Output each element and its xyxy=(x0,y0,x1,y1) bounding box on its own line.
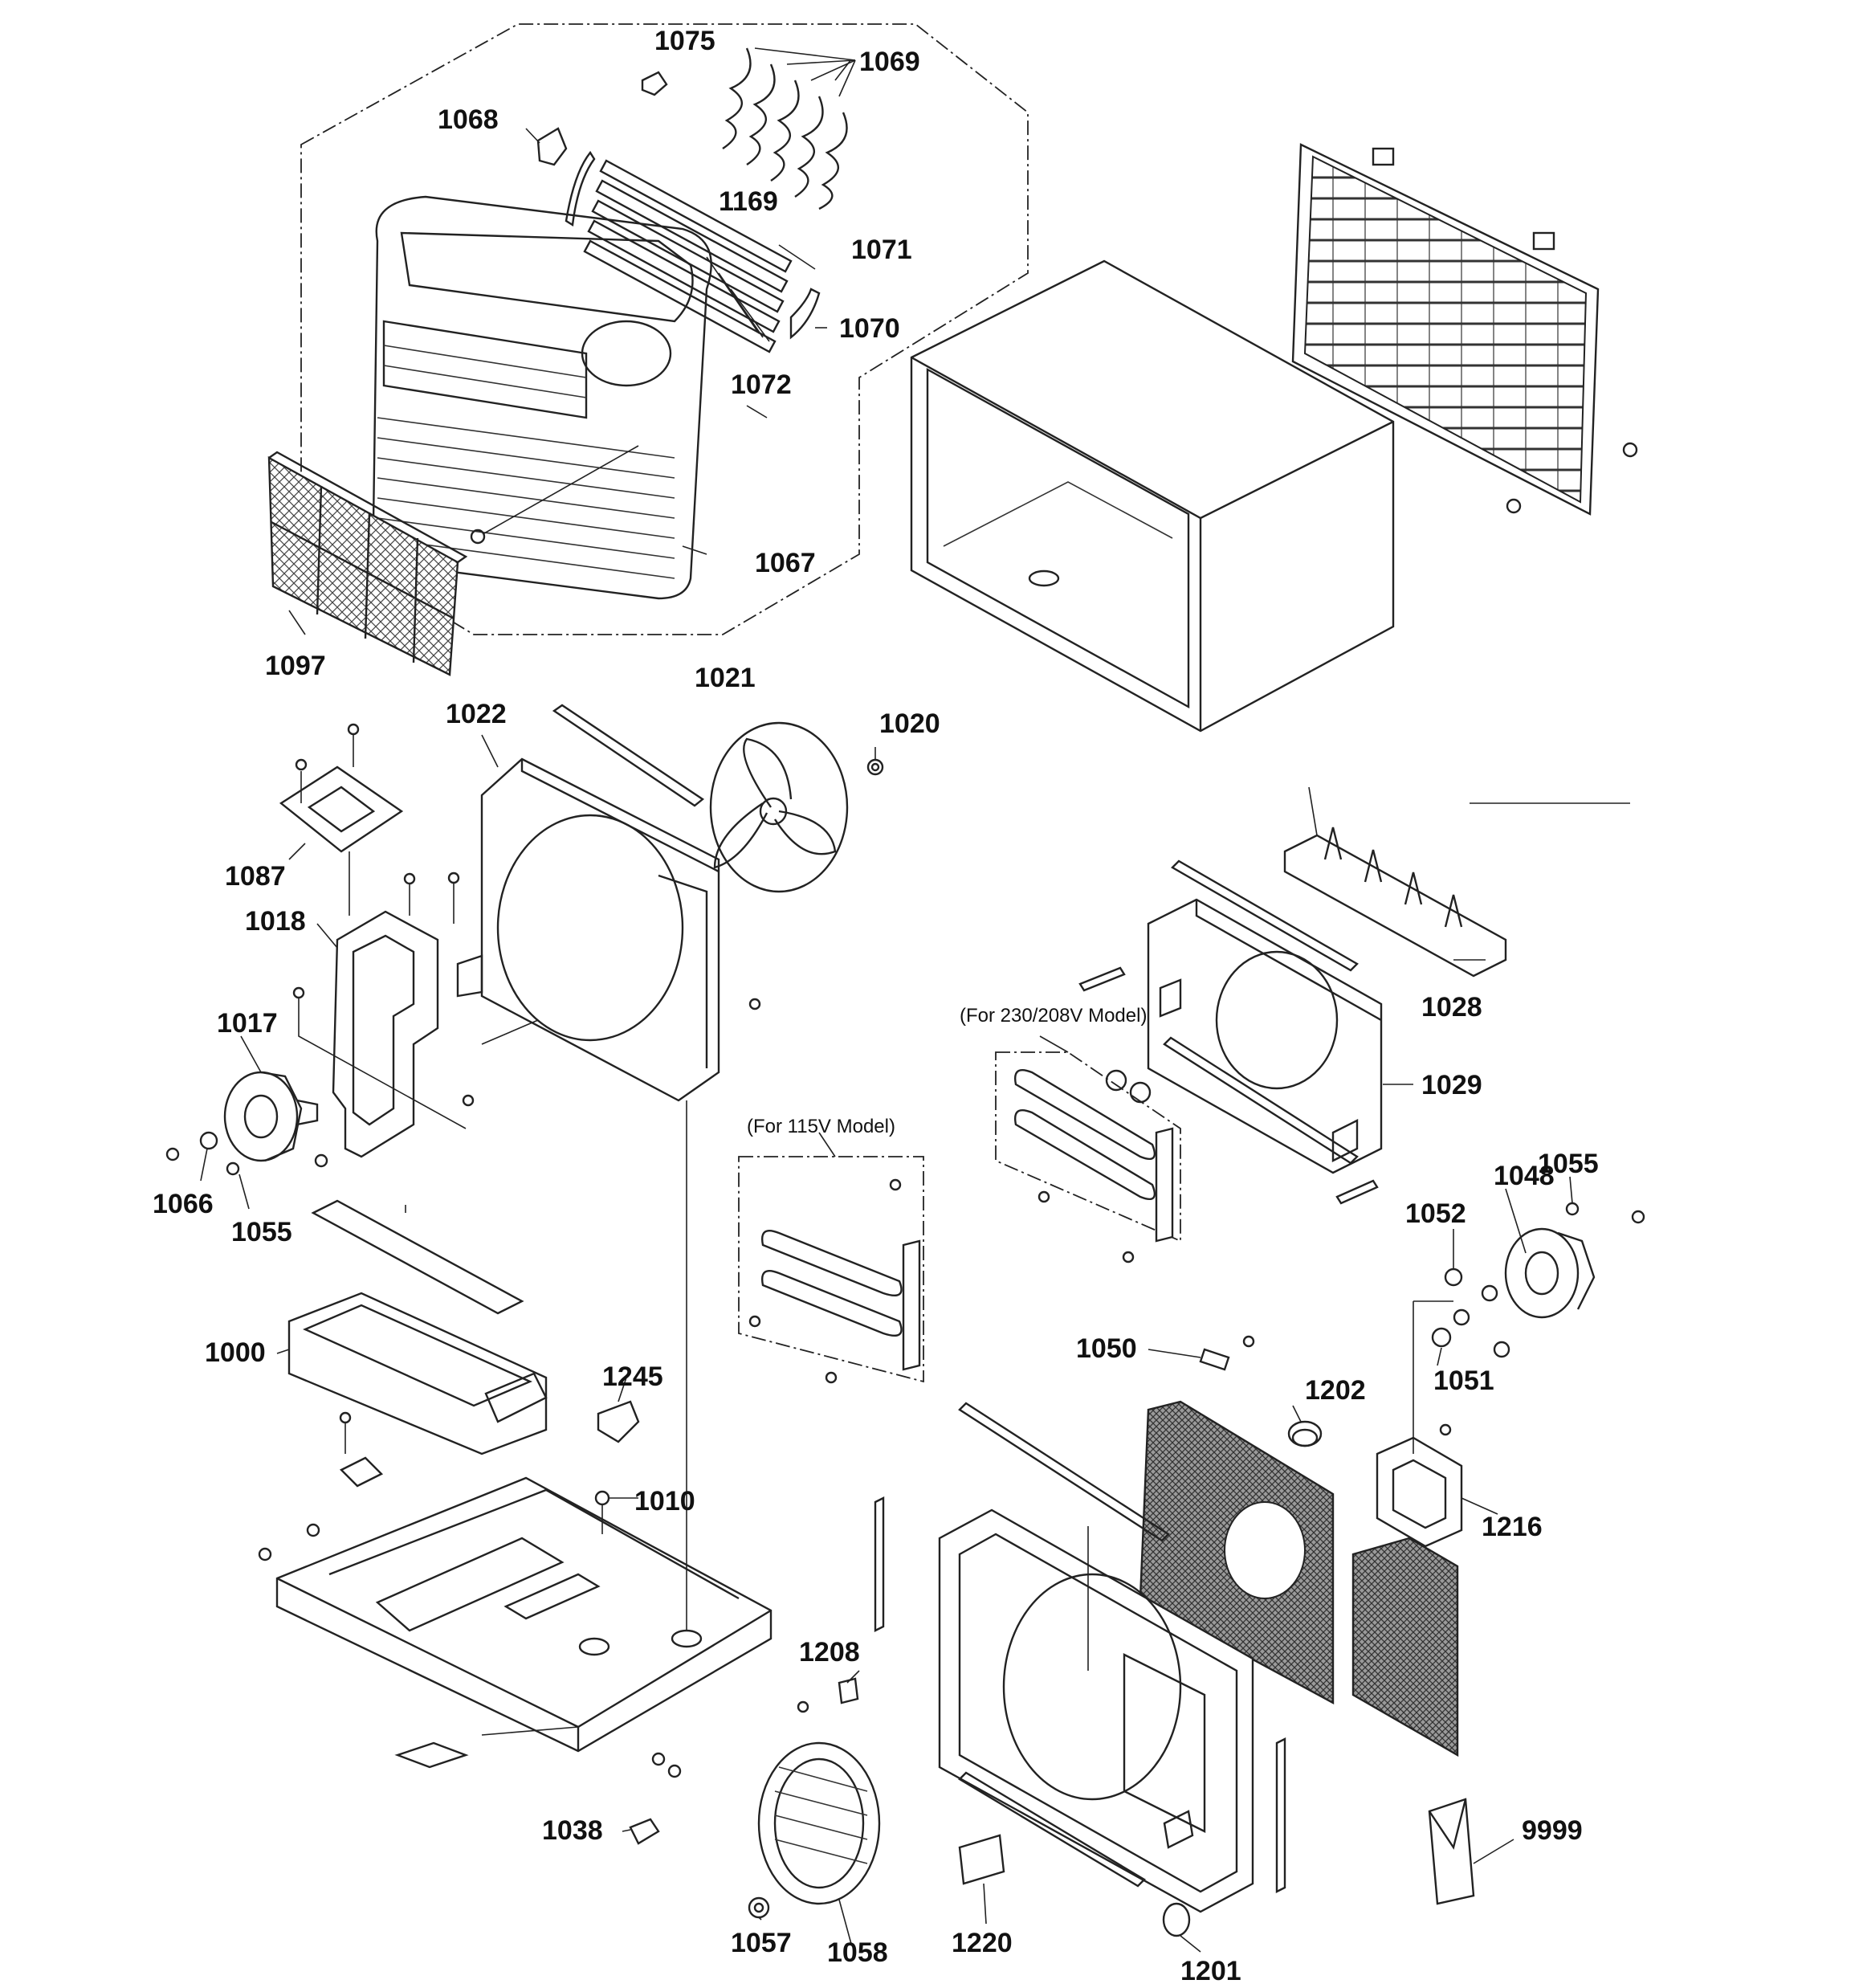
insulation-strip xyxy=(311,1199,524,1315)
seal-strips-right xyxy=(1078,859,1379,1205)
heater-230v-group xyxy=(995,1051,1181,1263)
instruction-9999[interactable] xyxy=(1428,1798,1475,1905)
bracket-1087[interactable] xyxy=(279,723,404,853)
label-1057: 1057 xyxy=(731,1928,792,1958)
label-1069: 1069 xyxy=(859,47,920,77)
plate-1220[interactable] xyxy=(958,1834,1005,1885)
vertical-strips xyxy=(874,1402,1286,1893)
label-1050: 1050 xyxy=(1076,1333,1137,1364)
motor-hardware xyxy=(1431,1202,1645,1358)
label-1201: 1201 xyxy=(1180,1956,1241,1986)
label-1048: 1048 xyxy=(1494,1161,1555,1191)
label-1071: 1071 xyxy=(851,235,912,265)
cabinet-sleeve xyxy=(910,259,1395,733)
air-filter-1097[interactable] xyxy=(267,451,468,676)
label-1029: 1029 xyxy=(1421,1070,1482,1100)
louver-side-left xyxy=(565,150,596,227)
drain-cover xyxy=(394,1741,469,1769)
label-1202: 1202 xyxy=(1305,1375,1366,1406)
front-grille-1067[interactable] xyxy=(371,195,712,600)
indoor-motor-1048[interactable] xyxy=(1504,1227,1596,1319)
blower-wheel-1058[interactable] xyxy=(757,1741,881,1905)
insulation-panel xyxy=(1139,1400,1335,1705)
center-lines xyxy=(349,851,1453,1671)
rear-grille xyxy=(1291,143,1638,516)
heater-115v-group xyxy=(738,1156,924,1384)
label-1208: 1208 xyxy=(799,1637,860,1668)
label-1020: 1020 xyxy=(879,708,940,739)
nut-1057[interactable] xyxy=(748,1896,770,1919)
seal-strip xyxy=(552,704,705,807)
label-1010: 1010 xyxy=(634,1486,695,1517)
label-1000: 1000 xyxy=(205,1337,266,1368)
base-screws xyxy=(258,1523,682,1778)
label-1051: 1051 xyxy=(1433,1365,1494,1396)
bracket-1050[interactable] xyxy=(1199,1335,1255,1371)
fan-motor-1017[interactable] xyxy=(165,1071,328,1176)
nut-1020[interactable] xyxy=(866,758,884,776)
label-1055-left: 1055 xyxy=(231,1217,292,1247)
louver-bracket-1068[interactable] xyxy=(536,127,568,166)
label-1245: 1245 xyxy=(602,1361,663,1392)
label-1017: 1017 xyxy=(217,1008,278,1039)
label-1070: 1070 xyxy=(839,313,900,344)
label-1216: 1216 xyxy=(1482,1512,1543,1542)
louver-clips-1069[interactable] xyxy=(722,47,856,210)
louver-side-1070[interactable] xyxy=(789,288,821,340)
screws-shroud xyxy=(292,986,761,1129)
label-1018: 1018 xyxy=(245,906,306,937)
note-115v-model: (For 115V Model) xyxy=(747,1116,895,1137)
motor-mount-1018[interactable] xyxy=(332,872,460,1158)
label-1169: 1169 xyxy=(719,186,778,217)
louver-blades-1072[interactable] xyxy=(583,159,793,353)
label-1028: 1028 xyxy=(1421,992,1482,1023)
clip-1075[interactable] xyxy=(641,71,668,96)
drain-pan-1000[interactable] xyxy=(287,1292,548,1455)
base-bracket-1028[interactable] xyxy=(1283,786,1630,978)
propeller-fan-1021[interactable] xyxy=(709,721,849,893)
label-1038: 1038 xyxy=(542,1815,603,1846)
blower-scroll xyxy=(938,1508,1254,1913)
bulkhead-1029[interactable] xyxy=(1147,898,1383,1174)
grommet-1201[interactable] xyxy=(1162,1902,1191,1937)
motor-mount-1216[interactable] xyxy=(1376,1423,1463,1548)
label-1055-right: 1055 xyxy=(1538,1149,1599,1179)
damper-1202[interactable] xyxy=(1287,1420,1323,1447)
base-pan xyxy=(275,1476,773,1753)
label-1087: 1087 xyxy=(225,861,286,892)
vibration-mount xyxy=(339,1411,384,1488)
label-1022: 1022 xyxy=(446,699,507,729)
label-1220: 1220 xyxy=(952,1928,1013,1958)
bracket-1245[interactable] xyxy=(597,1400,640,1443)
label-1072: 1072 xyxy=(731,369,792,400)
label-1068: 1068 xyxy=(438,104,499,135)
label-9999: 9999 xyxy=(1522,1815,1583,1846)
label-1052: 1052 xyxy=(1405,1198,1466,1229)
insulation-panel-lower xyxy=(1351,1537,1459,1757)
label-1075: 1075 xyxy=(654,26,715,56)
leader-lines xyxy=(200,59,1573,1953)
note-230v-model: (For 230/208V Model) xyxy=(960,1005,1147,1027)
clip-1208[interactable] xyxy=(797,1677,859,1713)
condenser-shroud-1022[interactable] xyxy=(456,757,720,1102)
label-1021: 1021 xyxy=(695,663,756,693)
label-1067: 1067 xyxy=(755,548,816,578)
label-1097: 1097 xyxy=(265,651,326,681)
label-1058: 1058 xyxy=(827,1937,888,1968)
clip-1038[interactable] xyxy=(629,1818,660,1845)
label-1066: 1066 xyxy=(153,1189,214,1219)
